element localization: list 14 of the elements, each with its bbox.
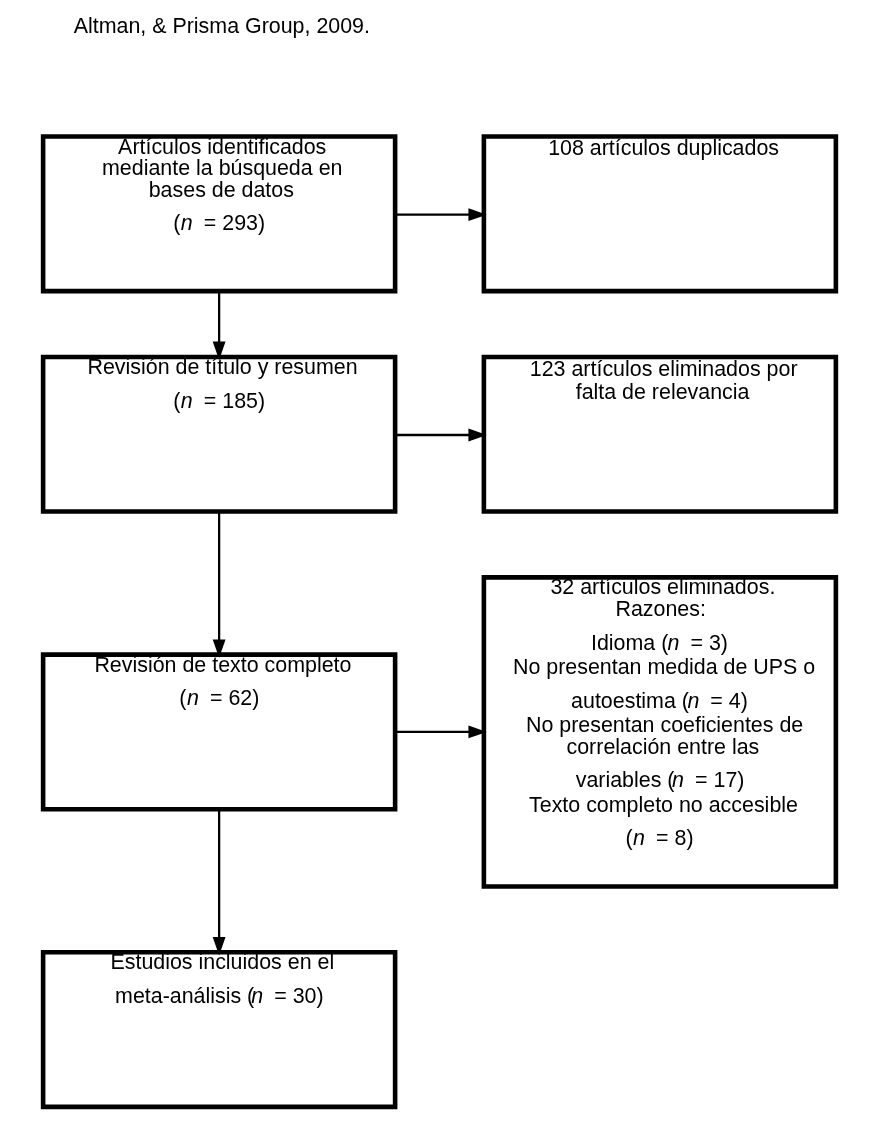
node-box: 32 artículos eliminados. Razones: Idioma (n = 3) No presentan medida de UPS o autoestima (n = 4) No presentan coeficientes de correlación entre las variables (n = 17) Texto completo no accesible (n = 8) bbox=[481, 575, 838, 889]
node-box: Revisión de título y resumen (n = 185) bbox=[40, 354, 397, 514]
label: Altman, & Prisma Group, 2009. bbox=[73, 13, 370, 38]
node-box: Revisión de texto completo (n = 62) bbox=[40, 652, 397, 812]
node-box: Estudios incluidos en el meta-análisis (n = 30) bbox=[40, 950, 397, 1110]
arrow bbox=[212, 809, 226, 956]
node-box: 123 artículos eliminados por falta de relevancia bbox=[481, 354, 838, 514]
arrow bbox=[212, 511, 226, 658]
arrow bbox=[394, 428, 487, 442]
arrow bbox=[394, 725, 487, 739]
node-box: Artículos identificados mediante la búsqueda en bases de datos (n = 293) bbox=[40, 134, 397, 294]
arrow bbox=[394, 208, 487, 222]
arrow bbox=[212, 291, 226, 360]
node-box: 108 artículos duplicados bbox=[481, 134, 838, 294]
